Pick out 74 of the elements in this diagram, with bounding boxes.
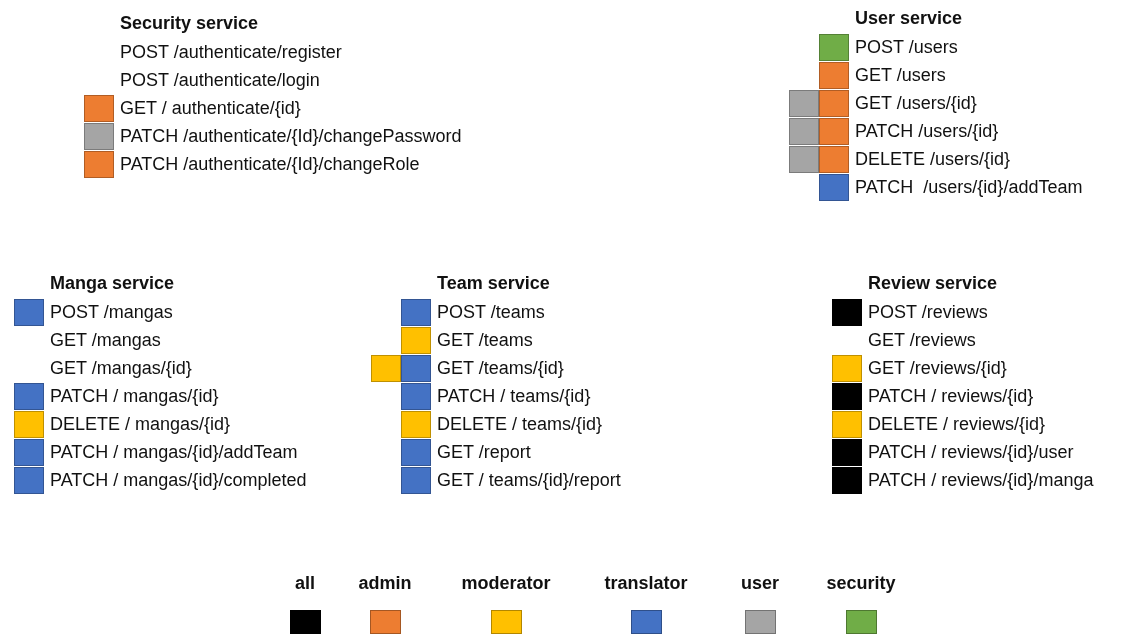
role-marker	[832, 355, 862, 382]
service-heading: Team service	[437, 273, 550, 294]
role-marker	[371, 355, 401, 382]
endpoint-text: GET /users	[855, 61, 946, 89]
legend-label: security	[826, 573, 896, 594]
role-marker	[401, 439, 431, 466]
endpoint-text: PATCH / reviews/{id}/manga	[868, 466, 1094, 494]
role-marker	[14, 467, 44, 494]
role-marker	[401, 411, 431, 438]
endpoint-text: GET /users/{id}	[855, 89, 977, 117]
endpoint-text: PATCH /authenticate/{Id}/changePassword	[120, 122, 462, 150]
endpoint-text: POST /teams	[437, 298, 545, 326]
legend-label: all	[295, 573, 315, 594]
role-marker	[14, 411, 44, 438]
endpoint-text: PATCH / reviews/{id}/user	[868, 438, 1074, 466]
service-heading: User service	[855, 8, 963, 29]
legend-label: admin	[358, 573, 412, 594]
endpoint-text: GET / teams/{id}/report	[437, 466, 621, 494]
legend-label: moderator	[461, 573, 551, 594]
role-marker	[819, 118, 849, 145]
endpoint-text: GET /report	[437, 438, 531, 466]
endpoint-text: PATCH /authenticate/{Id}/changeRole	[120, 150, 420, 178]
role-marker	[832, 439, 862, 466]
endpoint-text: PATCH / reviews/{id}	[868, 382, 1034, 410]
role-marker	[14, 383, 44, 410]
role-marker	[832, 411, 862, 438]
endpoint-text: PATCH / teams/{id}	[437, 382, 591, 410]
endpoint-text: GET /reviews/{id}	[868, 354, 1007, 382]
role-marker	[819, 34, 849, 61]
role-marker	[819, 62, 849, 89]
role-marker	[789, 146, 819, 173]
role-marker	[84, 95, 114, 122]
legend-label: user	[741, 573, 779, 594]
role-marker	[401, 355, 431, 382]
endpoint-text: POST /mangas	[50, 298, 173, 326]
service-heading: Review service	[868, 273, 998, 294]
endpoint-text: PATCH /users/{id}	[855, 117, 999, 145]
endpoint-text: PATCH / mangas/{id}	[50, 382, 219, 410]
endpoint-text: GET /teams/{id}	[437, 354, 564, 382]
service-heading: Security service	[120, 13, 259, 34]
endpoint-text: GET /mangas/{id}	[50, 354, 192, 382]
role-marker	[832, 467, 862, 494]
role-marker	[819, 146, 849, 173]
endpoint-text: GET /mangas	[50, 326, 161, 354]
endpoint-text: PATCH / mangas/{id}/addTeam	[50, 438, 298, 466]
endpoint-text: PATCH / mangas/{id}/completed	[50, 466, 307, 494]
role-marker	[401, 467, 431, 494]
role-marker	[401, 383, 431, 410]
role-marker	[84, 123, 114, 150]
endpoint-text: DELETE / mangas/{id}	[50, 410, 231, 438]
role-marker	[789, 118, 819, 145]
role-marker	[832, 299, 862, 326]
role-marker	[819, 90, 849, 117]
role-marker	[84, 151, 114, 178]
role-marker	[832, 383, 862, 410]
endpoint-text: POST /users	[855, 33, 958, 61]
role-marker	[401, 327, 431, 354]
endpoint-text: DELETE / reviews/{id}	[868, 410, 1046, 438]
endpoint-text: GET / authenticate/{id}	[120, 94, 301, 122]
endpoint-text: GET /teams	[437, 326, 533, 354]
role-marker	[14, 299, 44, 326]
role-marker	[14, 439, 44, 466]
service-heading: Manga service	[50, 273, 175, 294]
endpoint-text: POST /authenticate/login	[120, 66, 320, 94]
role-marker	[789, 90, 819, 117]
endpoint-text: PATCH /users/{id}/addTeam	[855, 173, 1083, 201]
legend-label: translator	[604, 573, 688, 594]
endpoint-text: POST /authenticate/register	[120, 38, 342, 66]
endpoint-text: GET /reviews	[868, 326, 976, 354]
role-marker	[401, 299, 431, 326]
role-marker	[819, 174, 849, 201]
endpoint-text: POST /reviews	[868, 298, 988, 326]
endpoint-text: DELETE /users/{id}	[855, 145, 1011, 173]
endpoint-text: DELETE / teams/{id}	[437, 410, 603, 438]
